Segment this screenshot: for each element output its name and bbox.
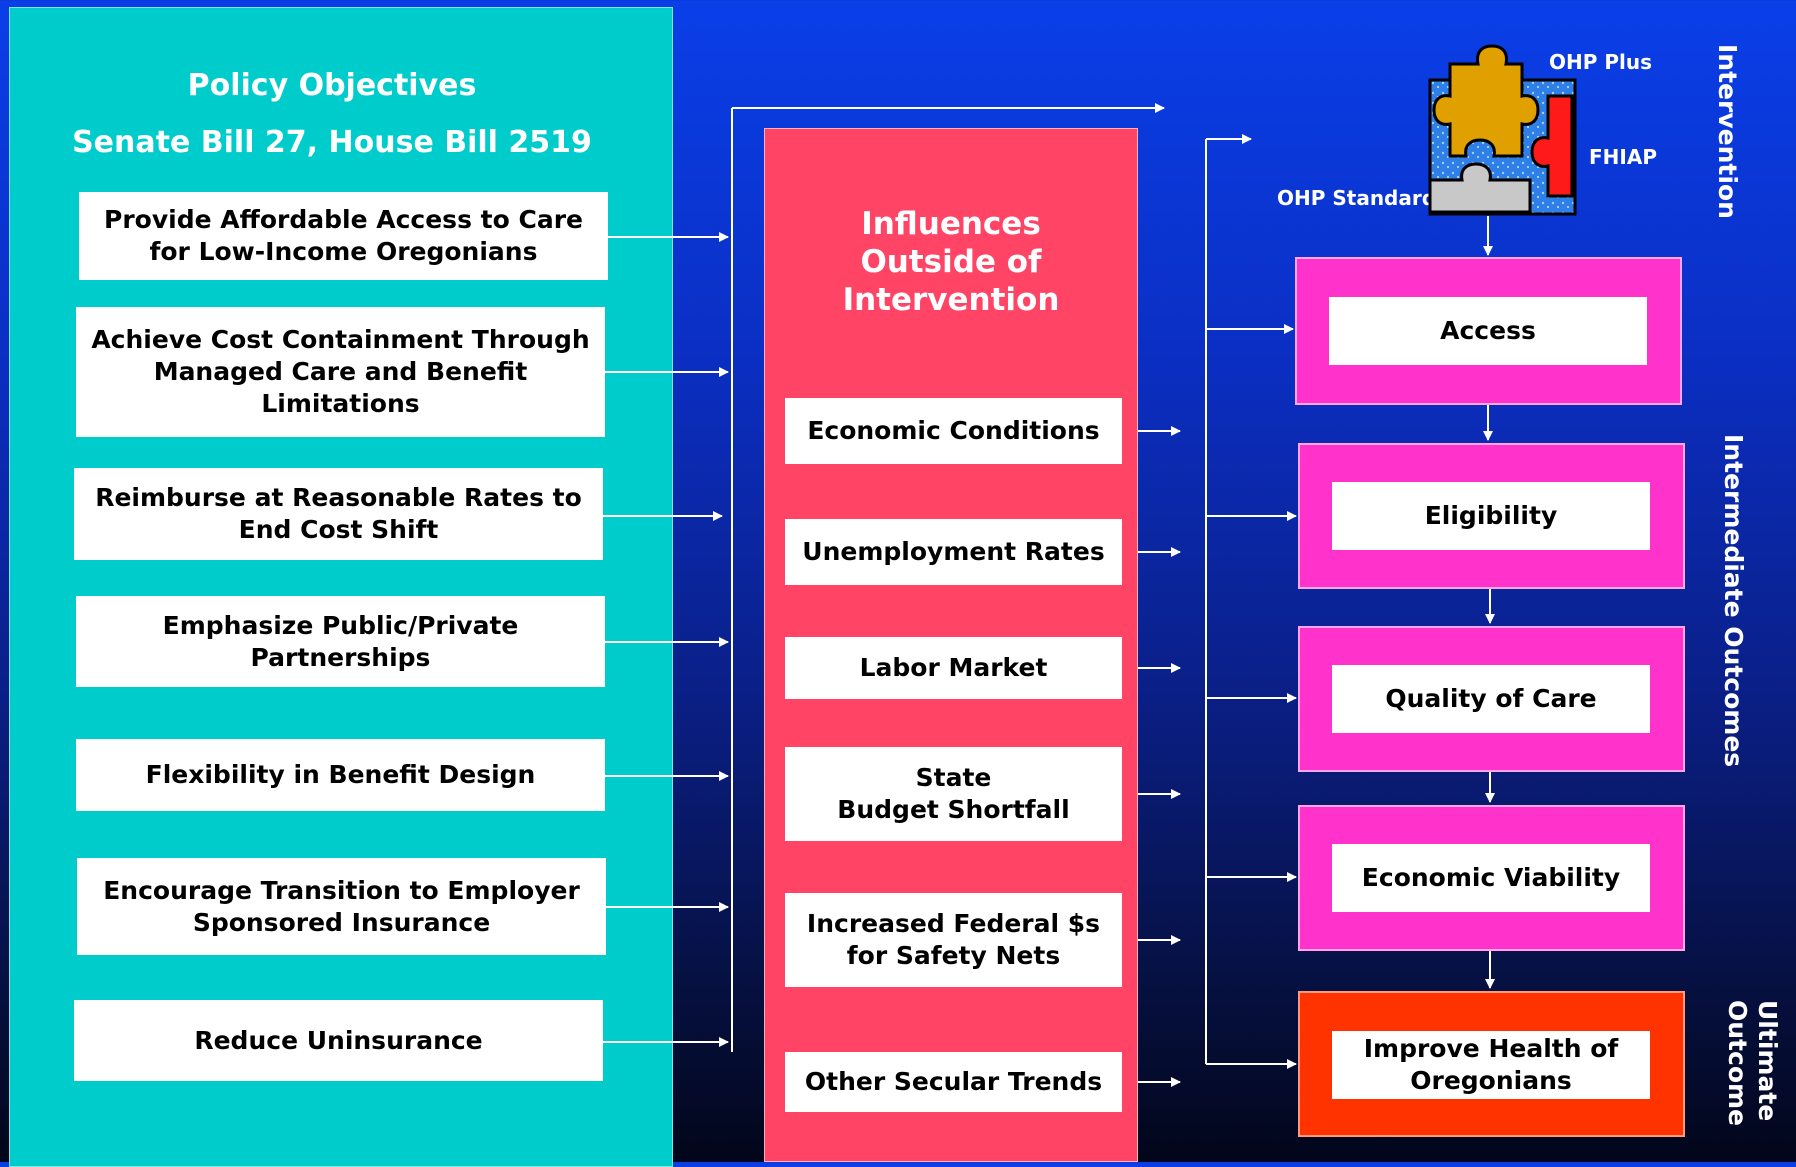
policy-title: Policy Objectives: [187, 68, 477, 103]
fhiap-label: FHIAP: [1589, 145, 1657, 169]
influences-title: Influences Outside of Intervention: [842, 206, 1060, 318]
policy-subtitle: Senate Bill 27, House Bill 2519: [72, 125, 592, 160]
outcome-quality-of-care: Quality of Care: [1332, 665, 1650, 733]
objective-employer-transition: Encourage Transition to Employer Sponsor…: [77, 858, 606, 955]
influence-economic-conditions: Economic Conditions: [785, 398, 1122, 464]
objective-cost-containment: Achieve Cost Containment Through Managed…: [76, 307, 605, 437]
objective-public-private: Emphasize Public/Private Partnerships: [76, 596, 605, 687]
outcome-economic-viability: Economic Viability: [1332, 844, 1650, 912]
intermediate-outcomes-label: Intermediate Outcomes: [1719, 434, 1748, 768]
influence-labor-market: Labor Market: [785, 637, 1122, 699]
outcome-improve-health: Improve Health of Oregonians: [1332, 1031, 1650, 1099]
influence-federal-funds: Increased Federal $s for Safety Nets: [785, 893, 1122, 987]
influence-unemployment: Unemployment Rates: [785, 519, 1122, 585]
ohp-plus-label: OHP Plus: [1549, 50, 1653, 74]
influence-budget-shortfall: State Budget Shortfall: [785, 747, 1122, 841]
objective-flexibility: Flexibility in Benefit Design: [76, 739, 605, 811]
outcome-access: Access: [1329, 297, 1647, 365]
intervention-label: Intervention: [1713, 44, 1742, 219]
objective-reduce-uninsurance: Reduce Uninsurance: [74, 1000, 603, 1081]
puzzle-icon: [1428, 44, 1577, 216]
outcome-eligibility: Eligibility: [1332, 482, 1650, 550]
objective-reasonable-rates: Reimburse at Reasonable Rates to End Cos…: [74, 468, 603, 560]
ultimate-outcome-label: Ultimate Outcome: [1723, 1000, 1782, 1127]
objective-affordable-access: Provide Affordable Access to Care for Lo…: [79, 192, 608, 280]
influence-secular-trends: Other Secular Trends: [785, 1052, 1122, 1112]
ohp-standard-label: OHP Standard: [1277, 186, 1437, 210]
